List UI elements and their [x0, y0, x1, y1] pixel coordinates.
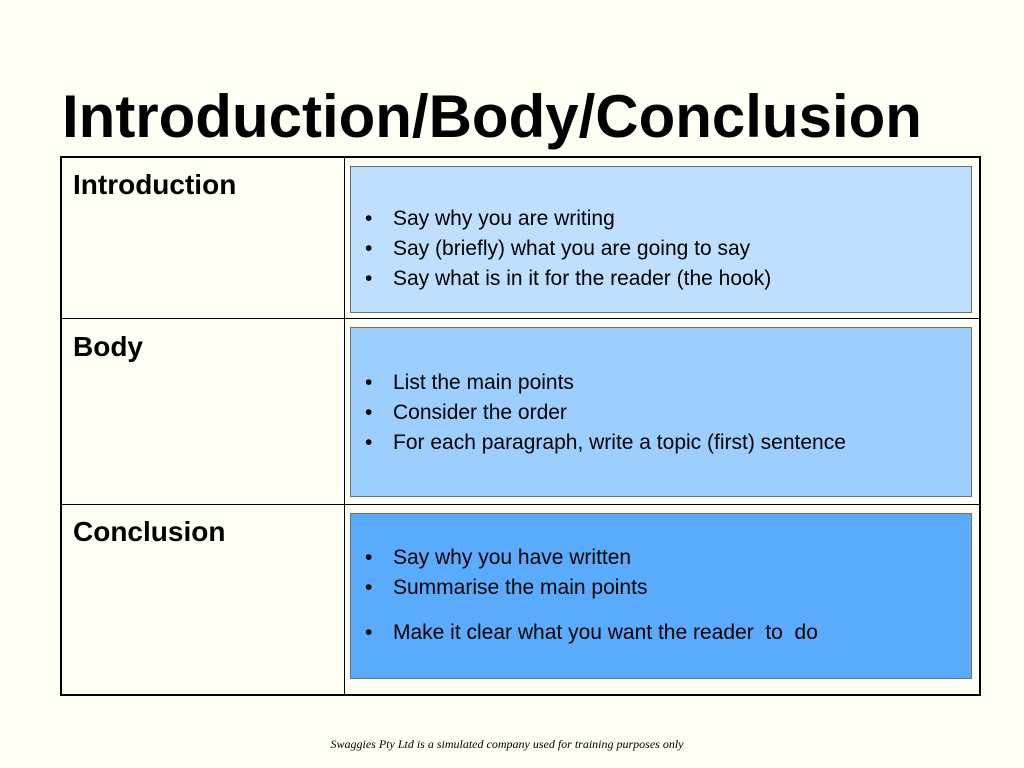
conclusion-points-box: • Say why you have written • Summarise the… — [350, 513, 972, 679]
row-divider — [62, 318, 979, 319]
bullet-glyph: • — [365, 576, 373, 599]
column-divider — [344, 158, 345, 694]
bullet-glyph: • — [365, 267, 373, 290]
list-item-text: Make it clear what you want the reader t… — [393, 621, 818, 644]
list-item: • Say (briefly) what you are going to say — [351, 234, 971, 264]
list-item-text: For each paragraph, write a topic (first… — [393, 431, 846, 454]
list-item-text: Say (briefly) what you are going to say — [393, 237, 751, 260]
bullet-glyph: • — [365, 431, 373, 454]
bullet-glyph: • — [365, 237, 373, 260]
list-item-text: Say why you are writing — [393, 207, 615, 230]
footer-disclaimer: Swaggies Pty Ltd is a simulated company … — [330, 737, 684, 751]
bullet-glyph: • — [365, 207, 373, 230]
list-item: • Say why you have written — [351, 543, 971, 573]
list-item: • Consider the order — [351, 398, 971, 428]
row-label-body: Body — [73, 331, 143, 362]
list-item-text: Summarise the main points — [393, 576, 648, 599]
list-item: • For each paragraph, write a topic (firs… — [351, 428, 971, 458]
list-item: • Say why you are writing — [351, 204, 971, 234]
list-item: • Say what is in it for the reader (the h… — [351, 264, 971, 294]
list-item-text: Say why you have written — [393, 546, 632, 569]
list-item: • Make it clear what you want the reader … — [351, 618, 971, 648]
bullet-glyph: • — [365, 621, 373, 644]
row-label-introduction: Introduction — [73, 169, 237, 200]
list-item-text: Say what is in it for the reader (the ho… — [393, 267, 772, 290]
row-label-conclusion: Conclusion — [73, 516, 226, 547]
list-item-text: Consider the order — [393, 401, 567, 424]
list-item: • List the main points — [351, 368, 971, 398]
list-item: • Summarise the main points — [351, 573, 971, 603]
bullet-glyph: • — [365, 371, 373, 394]
introduction-points-box: • Say why you are writing • Say (briefly) … — [350, 166, 972, 313]
row-divider — [62, 504, 979, 505]
conclusion-point-list: • Say why you have written • Summarise the… — [351, 543, 971, 648]
list-item-text: List the main points — [393, 371, 574, 394]
bullet-glyph: • — [365, 401, 373, 424]
introduction-point-list: • Say why you are writing • Say (briefly) … — [351, 204, 971, 294]
slide-title: Introduction/Body/Conclusion — [62, 83, 922, 150]
bullet-glyph: • — [365, 546, 373, 569]
content-table: Introduction • Say why you are writing • S… — [60, 156, 981, 696]
body-points-box: • List the main points • Consider the orde… — [350, 327, 972, 497]
body-point-list: • List the main points • Consider the orde… — [351, 368, 971, 458]
